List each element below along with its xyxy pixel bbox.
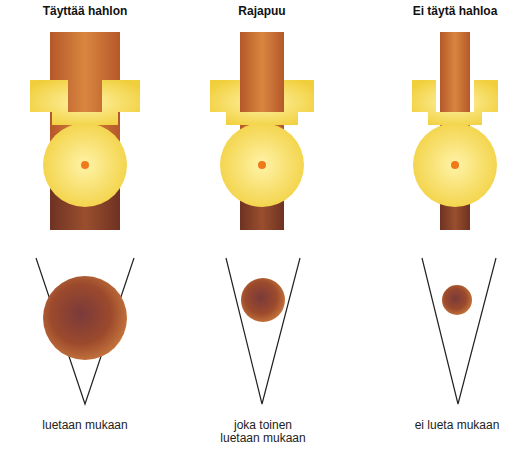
cross-section-border — [226, 258, 300, 404]
rule-caption: joka toinen luetaan mukaan — [213, 419, 313, 445]
gauge-border — [210, 32, 314, 230]
column-heading: Ei täytä hahloa — [390, 5, 520, 18]
cross-section-full — [36, 258, 134, 404]
gauge-empty — [412, 32, 498, 230]
rule-caption: ei lueta mukaan — [392, 419, 522, 432]
rule-caption: luetaan mukaan — [5, 419, 165, 432]
cross-section-empty — [422, 258, 496, 404]
column-heading: Rajapuu — [182, 5, 342, 18]
column-heading: Täyttää hahlon — [5, 5, 165, 18]
gauge-full — [30, 32, 140, 230]
